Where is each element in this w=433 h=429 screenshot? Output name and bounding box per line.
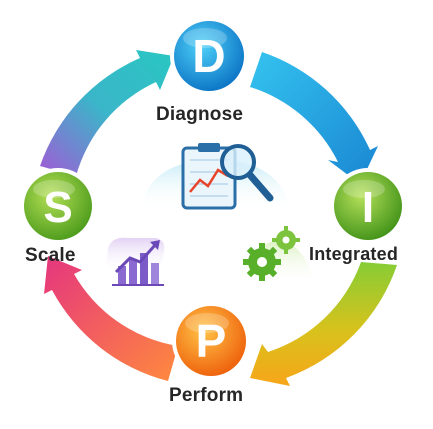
growth-chart-icon (106, 237, 165, 286)
stage-d-letter: D (192, 30, 225, 82)
stage-p-letter: P (196, 315, 227, 367)
stage-d-badge: D (170, 17, 248, 95)
arrow-scale-to-diagnose (40, 50, 174, 176)
stage-p-badge: P (172, 302, 250, 380)
stage-s-letter: S (43, 183, 72, 232)
gears-icon (238, 226, 315, 285)
arrow-integrated-to-perform (250, 262, 397, 386)
stage-label-diagnose: Diagnose (156, 104, 244, 125)
chart-magnifier-icon (140, 143, 290, 210)
stage-i-letter: I (362, 183, 374, 232)
stage-label-integrated: Integrated (309, 244, 399, 264)
stage-s-badge: S (20, 168, 96, 244)
stage-i-badge: I (330, 168, 406, 244)
arrow-diagnose-to-integrated (250, 52, 378, 184)
stage-label-perform: Perform (169, 385, 244, 406)
arrow-perform-to-scale (44, 256, 178, 381)
stage-label-scale: Scale (25, 245, 76, 266)
